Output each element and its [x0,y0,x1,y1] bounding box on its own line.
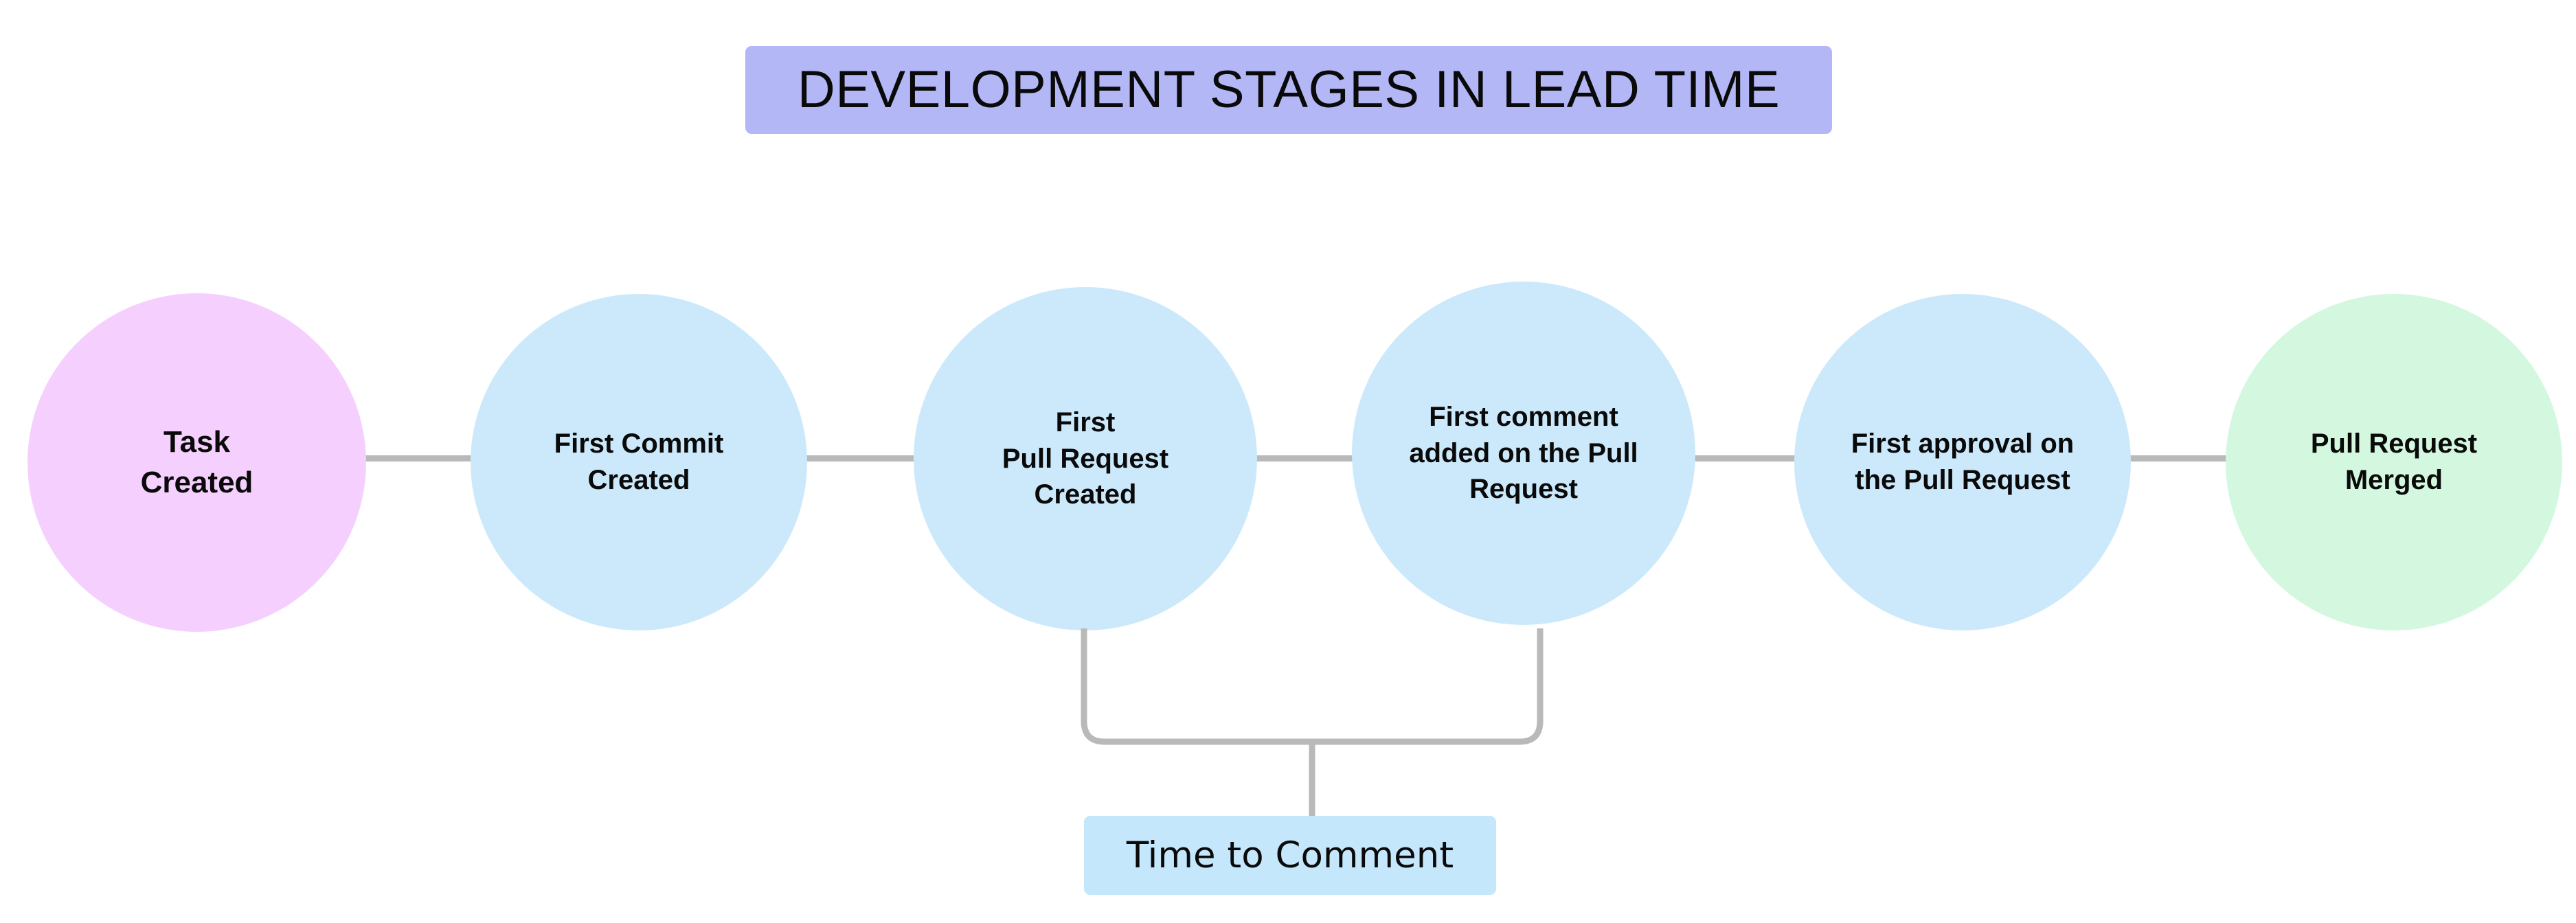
annotation-time-to-comment[interactable]: Time to Comment [1084,816,1496,895]
stage-label-first-approval: First approval on the Pull Request [1851,429,2075,495]
page-title: DEVELOPMENT STAGES IN LEAD TIME [797,60,1781,119]
stage-label-task-created: Task Created [140,425,253,499]
annotation-bracket [1081,628,1544,816]
stage-node-task-created[interactable]: Task Created [27,293,366,632]
stage-node-first-approval[interactable]: First approval on the Pull Request [1794,294,2131,630]
stage-node-pull-request-merged[interactable]: Pull Request Merged [2226,294,2562,630]
connector-first-comment-to-first-approval [1673,455,1814,461]
stage-label-first-comment: First comment added on the Pull Request [1409,401,1638,505]
stage-label-first-commit: First Commit Created [554,429,724,495]
stage-node-first-commit[interactable]: First Commit Created [471,294,807,630]
connector-first-pr-to-first-comment [1233,455,1374,461]
stage-label-pull-request-merged: Pull Request Merged [2310,429,2478,495]
stage-node-first-comment[interactable]: First comment added on the Pull Request [1352,282,1695,625]
bracket-path [1081,628,1544,745]
connector-task-created-to-first-commit [343,455,491,461]
connector-first-commit-to-first-pr [787,455,934,461]
connector-first-approval-to-pr-merged [2109,455,2246,461]
diagram-title-banner: DEVELOPMENT STAGES IN LEAD TIME [745,46,1832,134]
stage-node-first-pull-request[interactable]: First Pull Request Created [914,287,1257,630]
stage-label-first-pull-request: First Pull Request Created [1002,407,1169,510]
annotation-label-time-to-comment: Time to Comment [1126,834,1454,876]
